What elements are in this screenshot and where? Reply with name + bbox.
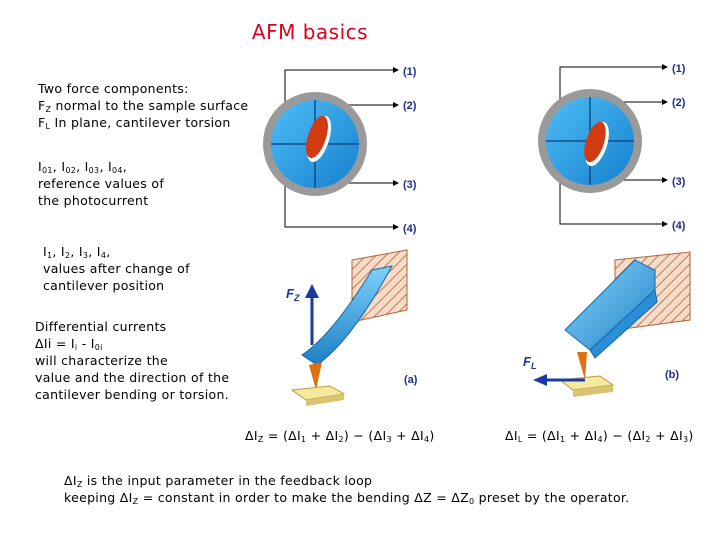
fz-label: FZ [286,286,300,303]
probe-tip [577,352,587,380]
quadrant-label-3: (3) [672,176,686,188]
quadrant-label-3: (3) [403,179,417,191]
feedback-loop-text: ΔIZ is the input parameter in the feedba… [64,472,630,506]
quadrant-label-1: (1) [403,66,417,78]
footer-line-2: keeping ΔIZ = constant in order to make … [64,490,630,506]
fz-line: FZ normal to the sample surface [38,98,249,114]
differential-currents-text: Differential currents ΔIi = Ii - I0i wil… [35,319,230,402]
quadrant-label-4: (4) [672,220,686,232]
caption-a: (a) [404,374,418,386]
equation-delta-il: ΔIL = (ΔI1 + ΔI4) − (ΔI2 + ΔI3) [505,428,694,444]
photodiode-diagram-left: (1) (2) (3) (4) [263,66,417,235]
quadrant-label-2: (2) [403,100,417,112]
differential-formula: ΔIi = Ii - I0i [35,336,103,352]
force-components-text: Two force components: FZ normal to the s… [38,80,248,131]
quadrant-label-1: (1) [672,63,686,75]
cantilever-bending-illustration: FZ (a) [286,249,418,406]
photodiode-diagram-right: (1) (2) (3) (4) [538,63,686,232]
caption-b: (b) [665,369,679,381]
changed-values-text: I1, I2, I3, I4, values after change of c… [43,244,190,293]
page-title: AFM basics [251,20,369,44]
reference-currents-line: I01, I02, I03, I04, [38,159,128,175]
changed-currents-line: I1, I2, I3, I4, [43,244,111,260]
reference-values-text: I01, I02, I03, I04, reference values of … [38,159,165,208]
quadrant-label-2: (2) [672,97,686,109]
equation-l-text: ΔIL = (ΔI1 + ΔI4) − (ΔI2 + ΔI3) [505,428,694,444]
cantilever-beam [564,259,656,351]
fl-line: FL In plane, cantilever torsion [38,115,231,131]
laser-spot [306,115,328,159]
cantilever-torsion-illustration: FL (b) [523,251,691,397]
fl-label: FL [523,354,536,371]
laser-spot [584,121,606,163]
equation-delta-iz: ΔIZ = (ΔI1 + ΔI2) − (ΔI3 + ΔI4) [245,428,435,444]
quadrant-label-4: (4) [403,223,417,235]
force-components-heading: Two force components: [38,81,189,96]
cantilever-beam [301,265,393,366]
equation-z-text: ΔIZ = (ΔI1 + ΔI2) − (ΔI3 + ΔI4) [245,428,435,444]
lead-line-1 [284,69,393,113]
footer-line-1: ΔIZ is the input parameter in the feedba… [64,473,373,489]
probe-tip [309,362,322,390]
